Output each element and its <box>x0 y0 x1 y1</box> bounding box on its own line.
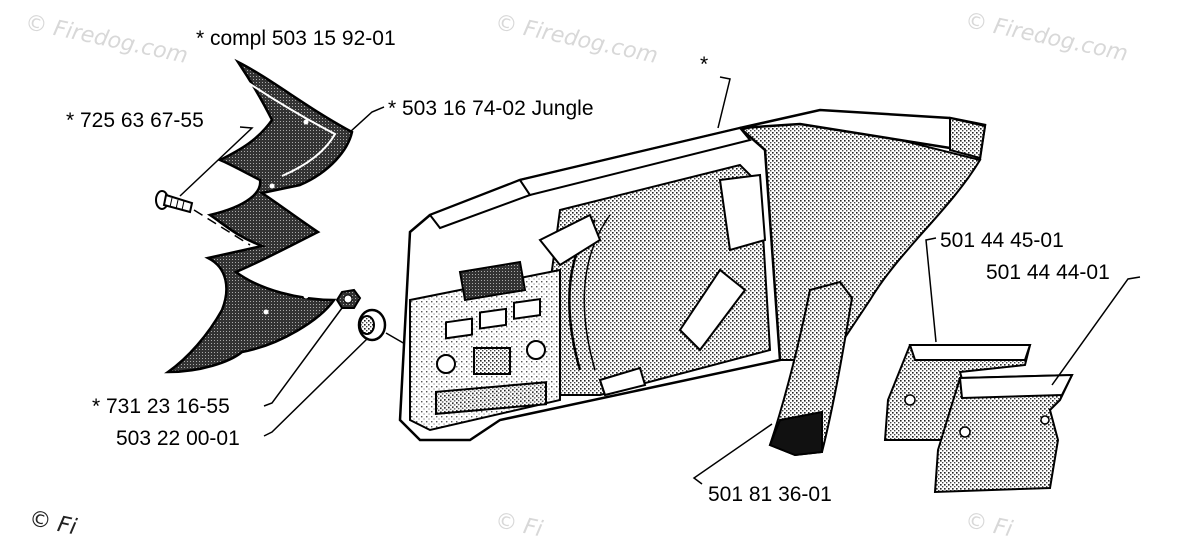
bumper-plate-b <box>933 373 1074 494</box>
chain-cover <box>398 108 987 442</box>
leader-lines <box>179 76 1141 485</box>
label-725-63-67-55: * 725 63 67-55 <box>66 109 204 132</box>
spiked-bumper <box>164 58 354 374</box>
label-503-22-00-01: 503 22 00-01 <box>116 427 240 450</box>
parts-diagram: © Firedog.com © Firedog.com © Firedog.co… <box>23 8 1141 542</box>
washer <box>357 308 387 342</box>
diagram-drawing <box>155 58 1141 494</box>
nut <box>335 288 362 309</box>
bolt <box>155 190 194 214</box>
label-501-44-44-01: 501 44 44-01 <box>986 261 1110 284</box>
rubber-strip <box>768 280 854 457</box>
label-731-23-16-55: * 731 23 16-55 <box>92 395 230 418</box>
label-cover-asterisk: * <box>700 53 709 76</box>
label-501-81-36-01: 501 81 36-01 <box>708 483 832 506</box>
label-501-44-45-01: 501 44 45-01 <box>940 229 1064 252</box>
label-compl-503-15-92-01: * compl 503 15 92-01 <box>196 27 396 50</box>
label-503-16-74-02-jungle: * 503 16 74-02 Jungle <box>388 97 594 120</box>
